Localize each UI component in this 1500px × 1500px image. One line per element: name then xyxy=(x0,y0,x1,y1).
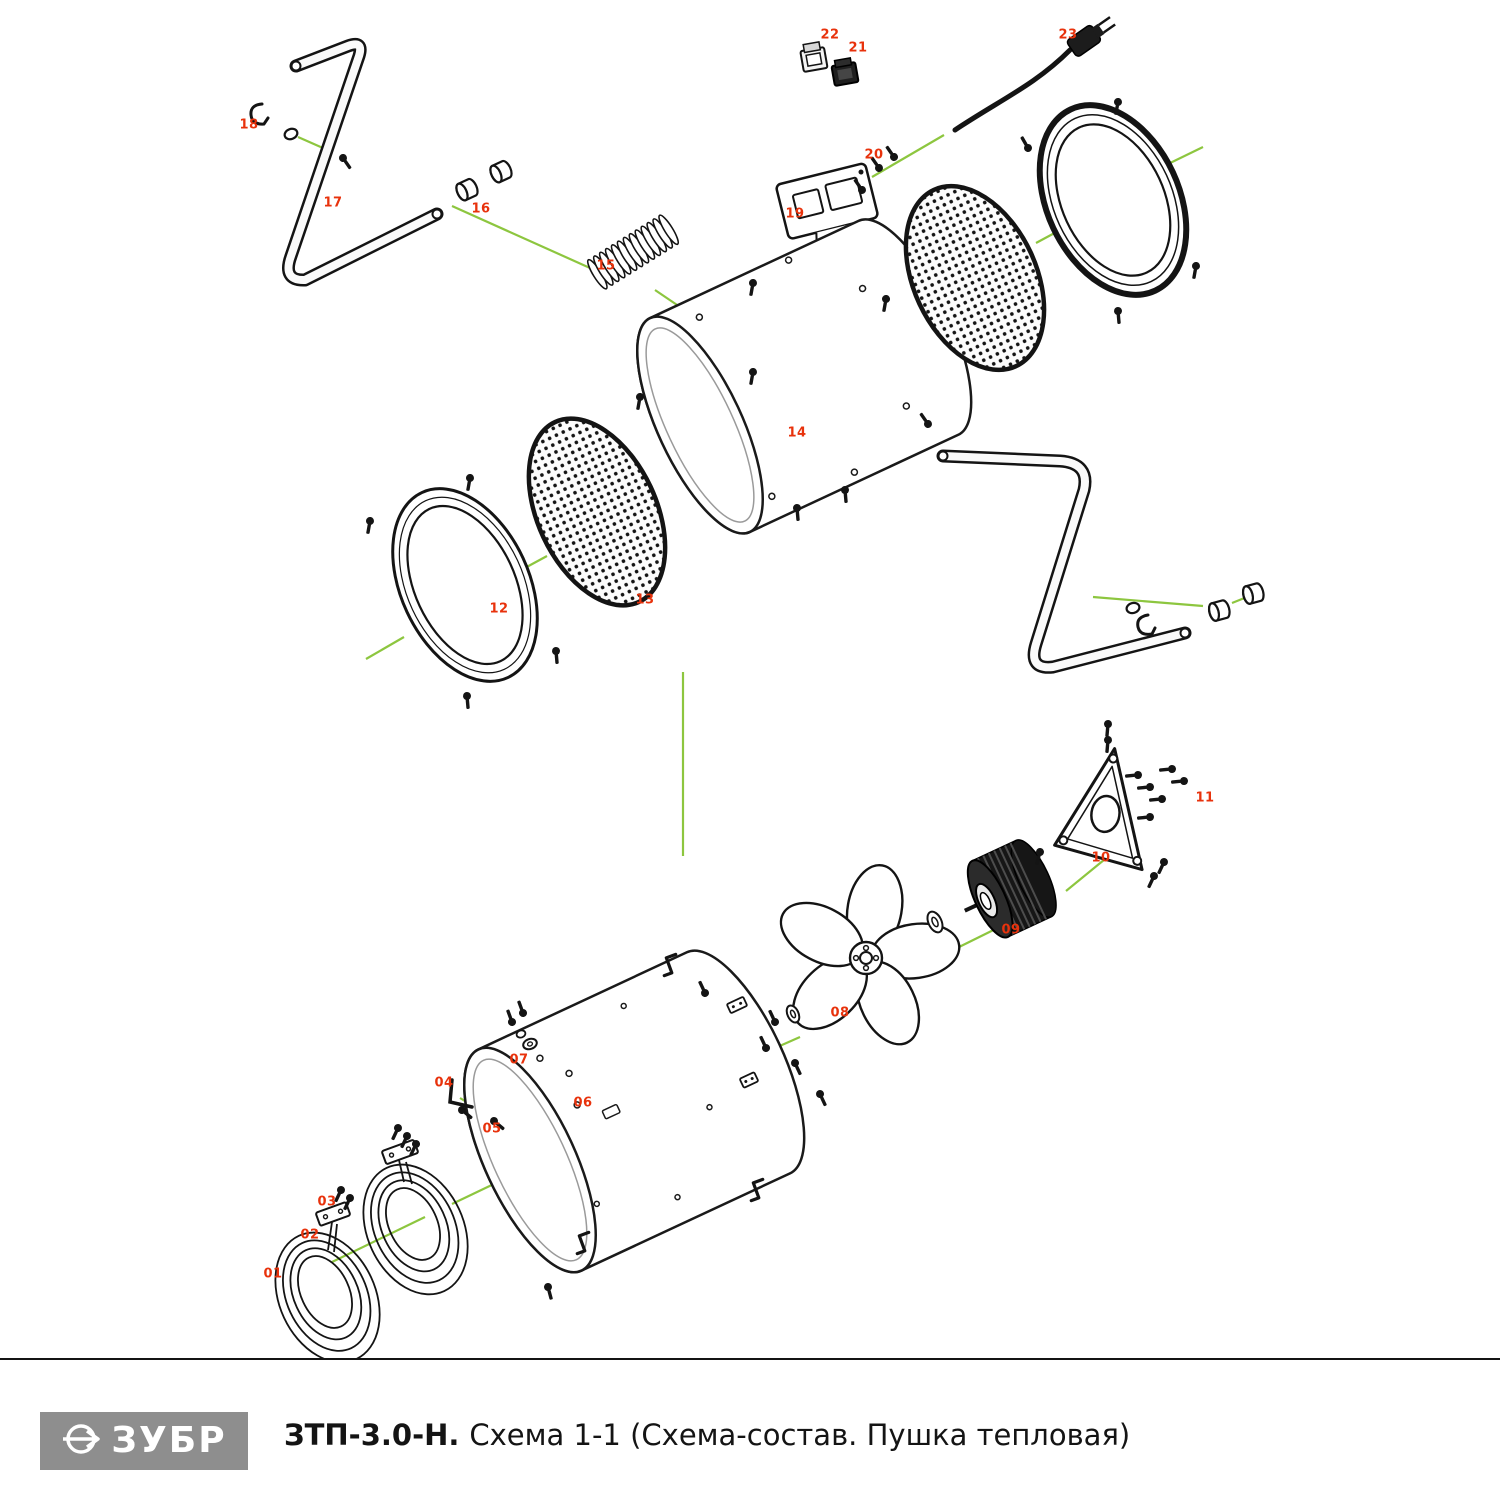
washer xyxy=(515,1029,527,1039)
terminal-block xyxy=(726,996,748,1014)
mounting-bracket xyxy=(448,1078,474,1109)
motor-bracket xyxy=(1053,747,1144,872)
brand-arrow-icon xyxy=(61,1419,101,1463)
diagram-caption: ЗТП-3.0-Н. Схема 1-1 (Схема-состав. Пушка… xyxy=(284,1418,1130,1452)
wing-nut xyxy=(522,1037,538,1051)
power-switch xyxy=(830,56,860,87)
heating-coil-2 xyxy=(362,1139,469,1296)
motor xyxy=(963,839,1057,939)
front-ring xyxy=(1036,102,1190,298)
footer-divider xyxy=(0,1358,1500,1360)
inner-barrel xyxy=(463,949,806,1274)
model-number: ЗТП-3.0-Н. xyxy=(284,1418,460,1452)
terminal-plate xyxy=(315,1201,351,1227)
caption-subtitle: Схема 1-1 (Схема-состав. Пушка тепловая) xyxy=(469,1418,1131,1452)
terminal-block xyxy=(739,1071,759,1089)
power-plug-icon xyxy=(1066,16,1116,57)
power-cord xyxy=(952,16,1116,133)
handle-clip-icon xyxy=(1136,613,1157,636)
exploded-view-drawing xyxy=(249,16,1267,1360)
spring xyxy=(586,214,680,290)
footer: ЗУБР ЗТП-3.0-Н. Схема 1-1 (Схема-состав. … xyxy=(0,1360,1500,1500)
rear-grille xyxy=(526,416,668,608)
heating-coil-1 xyxy=(274,1201,381,1360)
handle-clip-icon xyxy=(249,102,270,126)
front-grille xyxy=(903,183,1047,373)
front-handle xyxy=(249,37,515,287)
rear-ring xyxy=(391,487,539,683)
washer xyxy=(785,1004,801,1024)
brand-logo: ЗУБР xyxy=(40,1412,248,1470)
brand-name: ЗУБР xyxy=(111,1420,227,1461)
rear-handle xyxy=(936,449,1267,674)
washer xyxy=(926,910,944,934)
thermostat-switch xyxy=(799,41,829,73)
fan-impeller xyxy=(779,863,961,1046)
